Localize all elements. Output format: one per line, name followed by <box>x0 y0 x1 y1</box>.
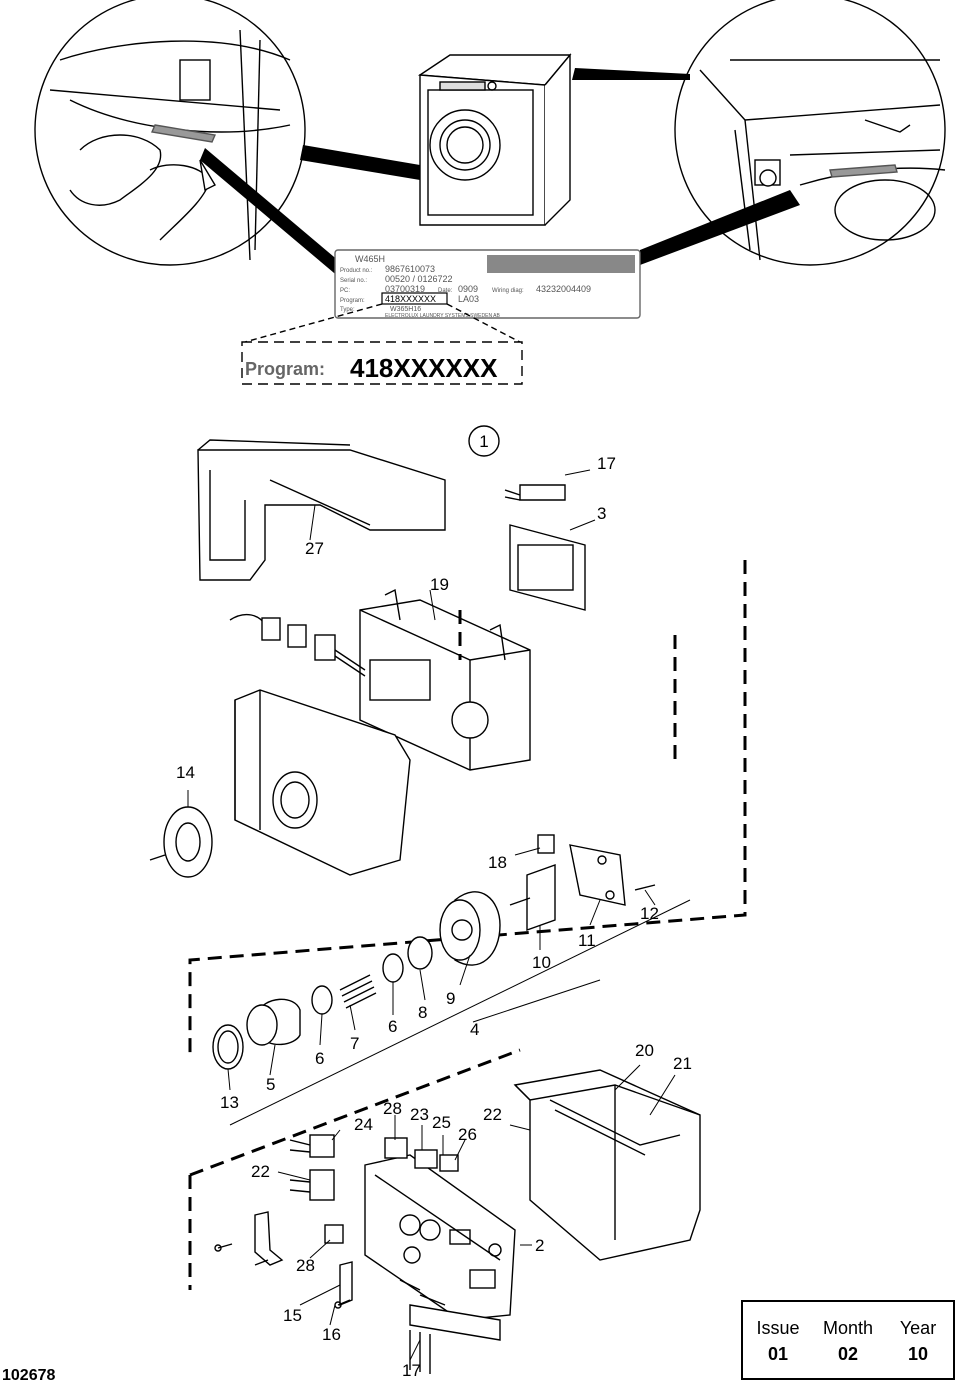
part-label: 23 <box>410 1105 429 1124</box>
part-label: 9 <box>446 989 455 1008</box>
svg-text:PC:: PC: <box>340 288 350 294</box>
part-labels: 17 3 27 19 14 18 12 11 10 9 8 6 7 4 6 5 … <box>176 454 692 1380</box>
part-label: 21 <box>673 1054 692 1073</box>
svg-text:Product no.:: Product no.: <box>340 268 373 274</box>
mounting-frame <box>513 1069 701 1261</box>
part-label: 6 <box>315 1049 324 1068</box>
part-label: 5 <box>266 1075 275 1094</box>
issue-block: Issue Month Year 01 02 10 <box>741 1300 955 1380</box>
svg-text:LA03: LA03 <box>458 294 479 304</box>
connectors <box>229 613 366 677</box>
leader-wedges <box>200 68 800 278</box>
front-panel <box>234 689 411 876</box>
part-label: 18 <box>488 853 507 872</box>
year-header: Year <box>899 1318 937 1338</box>
part-label: 15 <box>283 1306 302 1325</box>
right-detail-circle <box>674 0 946 266</box>
part-label: 28 <box>383 1099 402 1118</box>
zoom-program-label: Program: <box>245 359 325 379</box>
part-label: 6 <box>388 1017 397 1036</box>
knob-assembly <box>212 891 501 1070</box>
part-label: 25 <box>432 1113 451 1132</box>
part-label: 13 <box>220 1093 239 1112</box>
svg-text:Wiring diag:: Wiring diag: <box>492 288 524 294</box>
part-label: 17 <box>597 454 616 473</box>
document-number: 102678 <box>2 1367 56 1384</box>
svg-text:00520 / 0126722: 00520 / 0126722 <box>385 274 453 284</box>
part-label: 28 <box>296 1256 315 1275</box>
part-label: 24 <box>354 1115 373 1134</box>
svg-text:03700319: 03700319 <box>385 284 425 294</box>
encoder-parts <box>509 834 656 931</box>
program-zoom: Program: 418XXXXXX <box>241 303 523 385</box>
leader-lines-lower <box>277 1064 676 1361</box>
svg-text:418XXXXXX: 418XXXXXX <box>385 294 436 304</box>
brackets-screws <box>214 1211 353 1309</box>
part-label: 26 <box>458 1125 477 1144</box>
housing-19 <box>359 588 531 771</box>
issue-header: Issue <box>756 1318 800 1338</box>
dashed-frame-lower <box>188 1048 521 1290</box>
part-label: 22 <box>251 1162 270 1181</box>
part-label: 20 <box>635 1041 654 1060</box>
part-label: 3 <box>597 504 606 523</box>
svg-text:43232004409: 43232004409 <box>536 284 591 294</box>
part-label: 8 <box>418 1003 427 1022</box>
year-value: 10 <box>907 1344 929 1364</box>
part-label: 14 <box>176 763 195 782</box>
svg-text:9867610073: 9867610073 <box>385 264 435 274</box>
part-label: 2 <box>535 1236 544 1255</box>
svg-text:W365H16: W365H16 <box>390 306 421 313</box>
svg-text:1: 1 <box>479 432 488 451</box>
month-value: 02 <box>837 1344 859 1364</box>
part-label: 17 <box>402 1361 421 1380</box>
zoom-program-value: 418XXXXXX <box>350 353 498 383</box>
part-label: 19 <box>430 575 449 594</box>
svg-text:0909: 0909 <box>458 284 478 294</box>
group-marker: 1 <box>468 425 500 457</box>
ring-14 <box>149 806 213 878</box>
part-label: 27 <box>305 539 324 558</box>
rating-plate: W465H Product no.: 9867610073 Serial no.… <box>334 249 641 319</box>
issue-value: 01 <box>767 1344 789 1364</box>
svg-text:Date:: Date: <box>438 288 453 294</box>
svg-text:Type:: Type: <box>340 307 355 313</box>
bracket-27 <box>197 439 446 581</box>
part-label: 7 <box>350 1034 359 1053</box>
washing-machine <box>417 53 572 226</box>
part-label: 11 <box>578 931 596 950</box>
dashed-frame <box>188 560 747 1060</box>
pcb-2 <box>364 1154 516 1321</box>
svg-text:ELECTROLUX LAUNDRY SYSTEMS SWE: ELECTROLUX LAUNDRY SYSTEMS SWEDEN AB <box>385 313 501 319</box>
part-label: 10 <box>532 953 551 972</box>
small-connectors <box>289 1134 501 1374</box>
part-label: 16 <box>322 1325 341 1344</box>
month-header: Month <box>822 1318 874 1338</box>
plate-model: W465H <box>355 254 385 264</box>
svg-text:Serial no.:: Serial no.: <box>340 278 367 284</box>
leader-lines <box>187 469 691 1126</box>
display-board-3 <box>504 484 586 611</box>
part-label: 12 <box>640 904 659 923</box>
left-detail-circle <box>34 0 306 266</box>
part-label: 4 <box>470 1020 479 1039</box>
svg-text:Program:: Program: <box>340 298 365 304</box>
part-label: 22 <box>483 1105 502 1124</box>
